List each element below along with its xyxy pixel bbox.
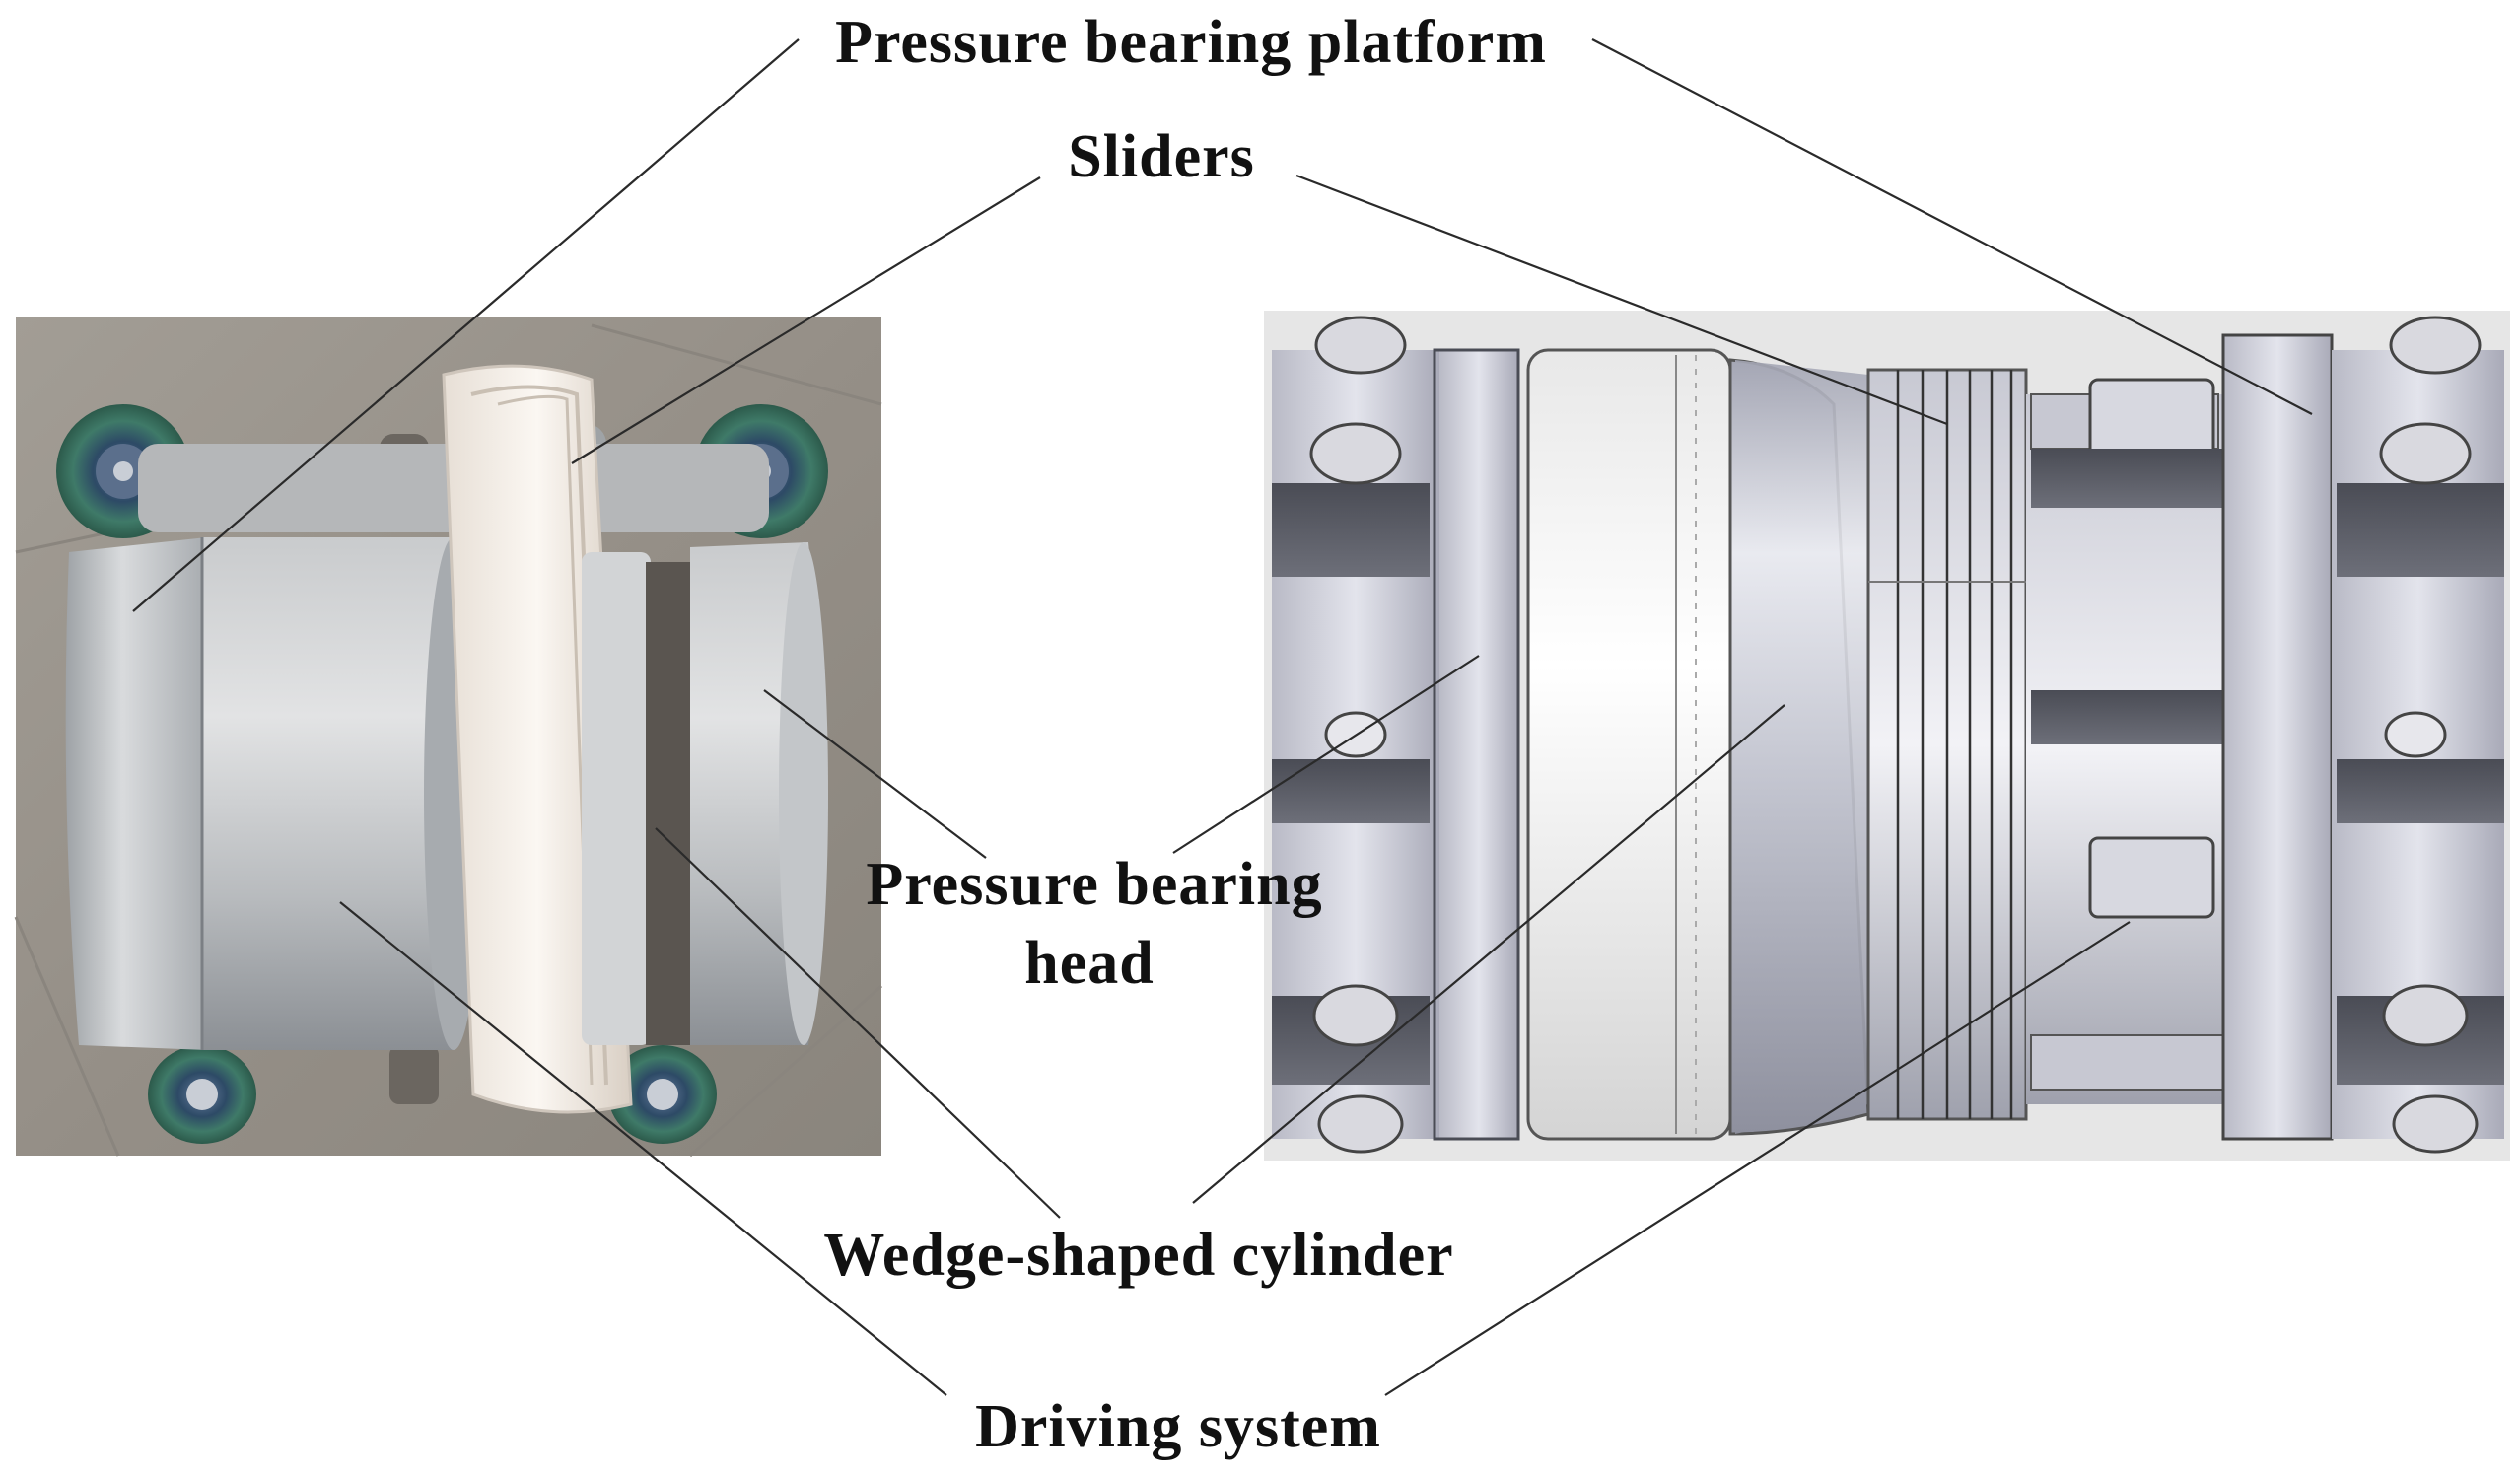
cad-pressure-bearing-platform: [2221, 333, 2334, 1141]
leader-sliders-left: [571, 176, 1041, 464]
label-pressure-bearing-platform: Pressure bearing platform: [835, 9, 1547, 76]
label-pressure-bearing-head-line1: Pressure bearing: [866, 851, 1323, 918]
label-pressure-bearing-head-line2: head: [1024, 930, 1155, 997]
leader-driving-left: [339, 901, 947, 1396]
cad-sliders: [1866, 368, 2028, 1121]
leader-head-left: [763, 689, 987, 859]
leader-sliders-right: [1295, 174, 1948, 426]
leader-head-right: [1172, 655, 1480, 854]
leader-wedge-left: [655, 827, 1061, 1219]
leader-lines: [132, 38, 2313, 1396]
wheel-bottom-left: [148, 1045, 256, 1144]
leader-platform-right: [1591, 38, 2313, 415]
cad-wedge-cylinder: [1728, 358, 1870, 1136]
photo-panel: [14, 317, 882, 1158]
cad-panel: [1264, 311, 2510, 1161]
label-wedge-shaped-cylinder: Wedge-shaped cylinder: [823, 1222, 1454, 1289]
wheel-bottom-right: [608, 1045, 717, 1144]
label-sliders: Sliders: [1068, 123, 1255, 190]
leader-wedge-right: [1192, 704, 1785, 1204]
cad-pressure-bearing-head: [1526, 348, 1732, 1141]
label-driving-system: Driving system: [975, 1393, 1381, 1460]
leader-platform-left: [132, 38, 800, 612]
leader-driving-right: [1384, 921, 2131, 1396]
